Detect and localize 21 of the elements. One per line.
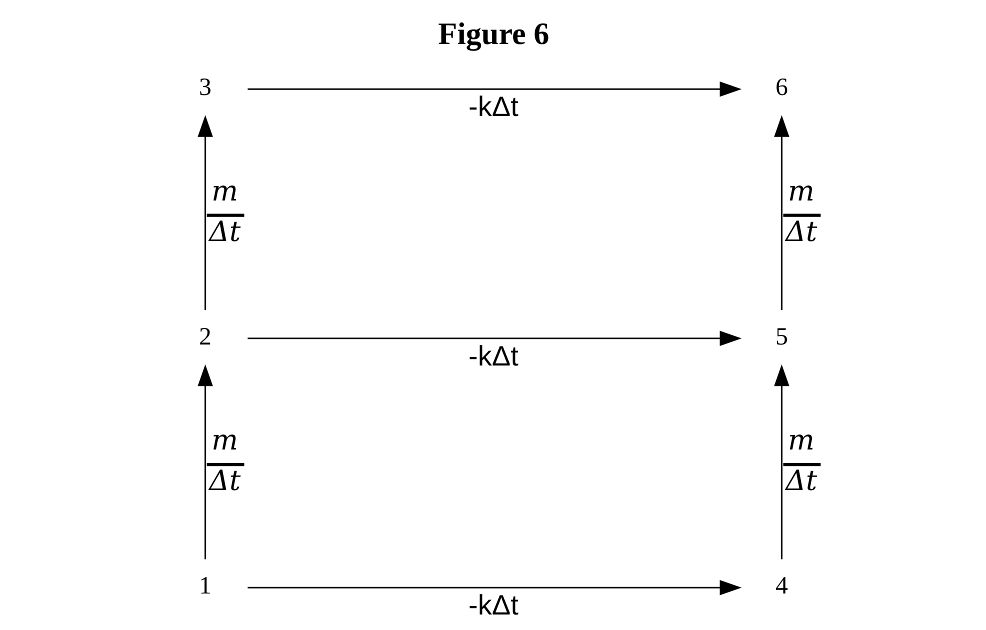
edge-label: m Δt <box>785 174 817 248</box>
arrow <box>774 115 820 310</box>
edge-label: -kΔt <box>468 91 518 122</box>
node-text: 1 <box>198 572 212 600</box>
edge-label: -kΔt <box>468 340 518 372</box>
arrow <box>247 580 742 596</box>
edge-label: m Δt <box>208 174 240 248</box>
edge-label: -kΔt <box>468 590 518 621</box>
node-text: 3 <box>198 74 212 102</box>
node-text: 6 <box>774 74 788 102</box>
arrow <box>247 81 742 97</box>
node-text: 2 <box>198 323 212 350</box>
node-text: 5 <box>774 323 788 350</box>
edge-label: m Δt <box>785 424 817 498</box>
node-text: 4 <box>774 572 788 600</box>
arrow <box>197 115 244 310</box>
arrow <box>247 330 742 346</box>
diagram-title: Figure 6 <box>438 16 549 51</box>
edge-label: m Δt <box>208 424 240 498</box>
arrow <box>774 364 820 560</box>
arrow <box>197 364 244 560</box>
